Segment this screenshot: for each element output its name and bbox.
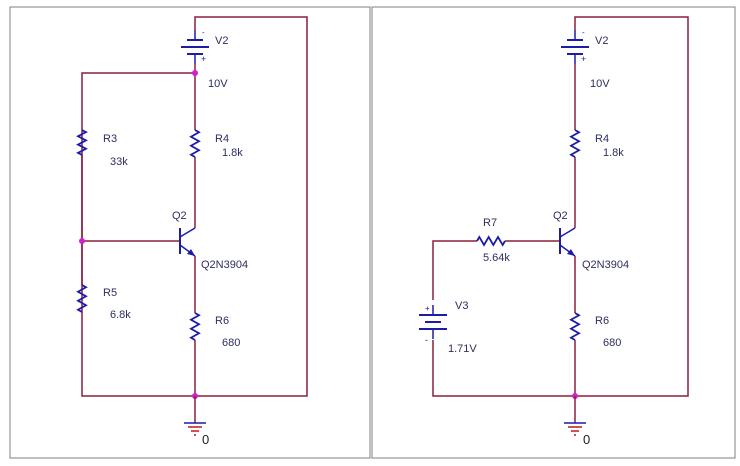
r3-name: R3 bbox=[103, 133, 117, 145]
left-circuit: -+ V2 10V R3 33k R4 1.8k Q2 Q2N3904 R5 6… bbox=[76, 16, 308, 447]
wires bbox=[79, 16, 308, 399]
components: -++- bbox=[419, 28, 589, 436]
left-panel-border bbox=[9, 6, 371, 459]
v2-name: V2 bbox=[595, 35, 608, 47]
transistor-q2 bbox=[559, 227, 576, 257]
ground-label: 0 bbox=[202, 432, 209, 447]
ground-symbol-icon bbox=[184, 396, 206, 436]
polarity-mark: - bbox=[425, 335, 428, 345]
r4-name: R4 bbox=[595, 133, 609, 145]
components: -+ bbox=[76, 28, 209, 436]
r6-value: 680 bbox=[603, 337, 621, 349]
resistor-r4 bbox=[569, 129, 581, 158]
resistor-r5 bbox=[76, 284, 88, 313]
junction-dot bbox=[79, 238, 85, 244]
r7-name: R7 bbox=[483, 217, 497, 229]
battery-v3: +- bbox=[419, 304, 447, 345]
r4-value: 1.8k bbox=[603, 147, 624, 159]
r4-name: R4 bbox=[215, 133, 229, 145]
q2-model: Q2N3904 bbox=[582, 259, 629, 271]
r3-value: 33k bbox=[110, 156, 128, 168]
emitter-arrow-icon bbox=[567, 249, 575, 256]
ground-label: 0 bbox=[583, 432, 590, 447]
r5-name: R5 bbox=[103, 287, 117, 299]
transistor-q2 bbox=[179, 227, 196, 257]
resistor-r6 bbox=[569, 312, 581, 341]
r5-value: 6.8k bbox=[110, 309, 131, 321]
r6-value: 680 bbox=[222, 337, 240, 349]
battery-v2: -+ bbox=[181, 28, 209, 64]
r4-value: 1.8k bbox=[222, 147, 243, 159]
polarity-mark: - bbox=[202, 28, 205, 37]
junction-dot bbox=[192, 70, 198, 76]
resistor-r3 bbox=[76, 129, 88, 156]
battery-v2: -+ bbox=[561, 28, 589, 64]
wire bbox=[432, 240, 477, 300]
ground-symbol-icon bbox=[564, 396, 586, 436]
resistor-r7 bbox=[476, 235, 506, 247]
polarity-mark: + bbox=[201, 54, 206, 64]
v2-value: 10V bbox=[590, 78, 610, 90]
polarity-mark: - bbox=[582, 28, 585, 37]
wire bbox=[432, 16, 689, 397]
q2-name: Q2 bbox=[553, 210, 568, 222]
right-panel-border bbox=[371, 6, 736, 459]
polarity-mark: + bbox=[581, 54, 586, 64]
q2-model: Q2N3904 bbox=[201, 259, 248, 271]
v2-name: V2 bbox=[215, 35, 228, 47]
resistor-r6 bbox=[189, 312, 201, 341]
v3-value: 1.71V bbox=[448, 343, 477, 355]
wires bbox=[432, 16, 689, 399]
resistor-r4 bbox=[189, 129, 201, 158]
v3-name: V3 bbox=[455, 300, 468, 312]
polarity-mark: + bbox=[425, 304, 430, 313]
emitter-arrow-icon bbox=[187, 249, 195, 256]
collector-lead bbox=[559, 227, 576, 238]
collector-lead bbox=[179, 227, 196, 238]
v2-value: 10V bbox=[208, 78, 228, 90]
r6-name: R6 bbox=[215, 315, 229, 327]
right-circuit: -++- V2 10V R4 1.8k R7 5.64k Q2 Q2N3904 … bbox=[419, 16, 689, 447]
q2-name: Q2 bbox=[172, 210, 187, 222]
r7-value: 5.64k bbox=[483, 252, 510, 264]
r6-name: R6 bbox=[595, 315, 609, 327]
